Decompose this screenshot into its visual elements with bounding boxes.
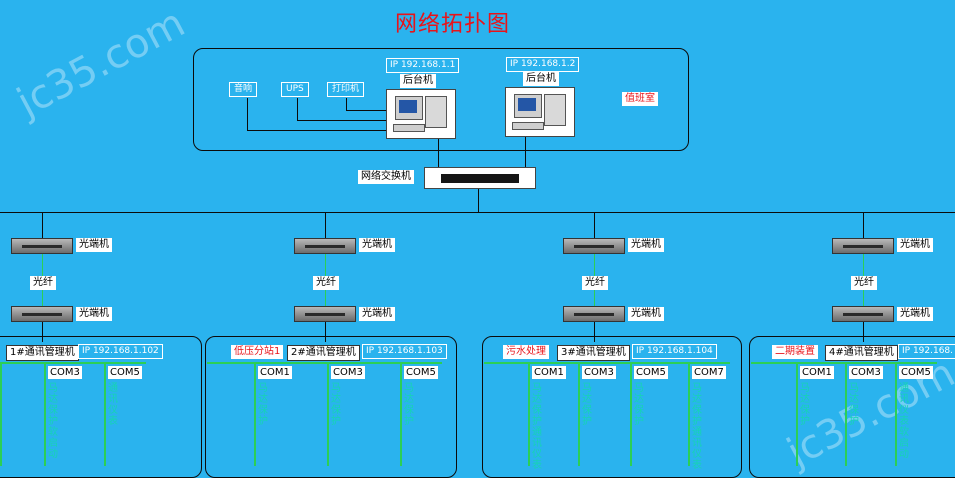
port-device-text: 马达保护通讯仪表 xyxy=(692,383,702,471)
optical-terminal-icon xyxy=(832,238,894,254)
com-port-label: COM1 xyxy=(258,366,292,379)
optical-terminal-label: 光端机 xyxy=(628,238,664,252)
comm-manager-ip: IP 192.168.1.104 xyxy=(632,344,717,359)
branch-line xyxy=(863,322,864,342)
com-port-label: COM5 xyxy=(634,366,668,379)
comm-manager-ip: IP 192.168.1.102 xyxy=(78,344,163,359)
port-device-text: 马达保护 xyxy=(634,383,644,427)
branch-line xyxy=(594,212,595,238)
optical-terminal-label: 光端机 xyxy=(359,307,395,321)
branch-line xyxy=(42,212,43,238)
port-line xyxy=(0,362,2,466)
port-line xyxy=(400,362,402,466)
server-1-label: 后台机 xyxy=(400,74,436,88)
server-1-computer-icon xyxy=(386,89,456,139)
optical-terminal-label: 光端机 xyxy=(628,307,664,321)
port-device-text: 马达保护 xyxy=(800,383,810,427)
com-port-label: COM7 xyxy=(692,366,726,379)
optical-terminal-icon xyxy=(294,306,356,322)
port-line xyxy=(528,362,530,466)
diagram-title: 网络拓扑图 xyxy=(395,12,511,37)
port-line xyxy=(44,362,46,466)
branch-line xyxy=(42,322,43,342)
fiber-label: 光纤 xyxy=(30,276,56,290)
branch-line xyxy=(863,212,864,238)
port-device-text: 马达保护软启动 xyxy=(48,383,58,460)
control-room-panel xyxy=(193,48,689,151)
port-device-text: 通讯仪表 xyxy=(108,383,118,427)
port-line xyxy=(796,362,798,466)
comm-manager-label: 3#通讯管理机 xyxy=(557,345,630,361)
fiber-label: 光纤 xyxy=(582,276,608,290)
station-name: 污水处理 xyxy=(503,345,549,359)
optical-terminal-label: 光端机 xyxy=(76,238,112,252)
port-device-text: 马达保护 xyxy=(258,383,268,427)
peripheral-ups: UPS xyxy=(281,82,309,97)
optical-terminal-icon xyxy=(294,238,356,254)
port-line xyxy=(254,362,256,466)
port-device-text: 马达保护 xyxy=(331,383,341,427)
comm-manager-label: 4#通讯管理机 xyxy=(825,345,898,361)
port-line xyxy=(845,362,847,466)
com-port-label: COM3 xyxy=(582,366,616,379)
comm-manager-ip: IP 192.168. xyxy=(898,344,955,359)
comm-manager-label: 2#通讯管理机 xyxy=(287,345,360,361)
com-port-label: COM1 xyxy=(532,366,566,379)
station-name: 低压分站1 xyxy=(231,345,284,359)
com-port-label: COM3 xyxy=(849,366,883,379)
com-port-label: COM1 xyxy=(800,366,834,379)
com-port-label: COM5 xyxy=(404,366,438,379)
com-port-label: COM3 xyxy=(331,366,365,379)
fiber-label: 光纤 xyxy=(313,276,339,290)
com-port-label: COM5 xyxy=(108,366,142,379)
port-device-text: 马达保护 xyxy=(582,383,592,427)
bus-line xyxy=(0,362,146,364)
port-device-text: 通讯仪表软启动 xyxy=(899,383,909,460)
optical-terminal-icon xyxy=(563,306,625,322)
optical-terminal-icon xyxy=(11,306,73,322)
port-line xyxy=(895,362,897,466)
branch-line xyxy=(325,212,326,238)
duty-room-label: 值班室 xyxy=(622,92,658,106)
comm-manager-label: 1#通讯管理机 xyxy=(6,345,79,361)
port-device-text: 马达保护通讯仪表 xyxy=(532,383,542,471)
bus-line xyxy=(751,362,937,364)
optical-terminal-label: 光端机 xyxy=(897,238,933,252)
port-device-text: 马达保护 xyxy=(404,383,414,427)
port-line xyxy=(688,362,690,466)
port-device-text: 马达保护 xyxy=(849,383,859,427)
comm-manager-ip: IP 192.168.1.103 xyxy=(362,344,447,359)
port-line xyxy=(104,362,106,466)
server-1-ip: IP 192.168.1.1 xyxy=(386,58,460,73)
port-line xyxy=(578,362,580,466)
optical-terminal-label: 光端机 xyxy=(359,238,395,252)
optical-terminal-label: 光端机 xyxy=(76,307,112,321)
optical-terminal-icon xyxy=(832,306,894,322)
peripheral-speaker: 音响 xyxy=(229,82,258,97)
com-port-label: COM3 xyxy=(48,366,82,379)
server-2-computer-icon xyxy=(505,87,575,137)
port-line xyxy=(327,362,329,466)
bus-line xyxy=(484,362,730,364)
switch-label: 网络交换机 xyxy=(358,170,414,184)
watermark: jc35.com xyxy=(9,0,193,127)
optical-terminal-icon xyxy=(563,238,625,254)
branch-line xyxy=(325,322,326,342)
com-port-label: COM5 xyxy=(899,366,933,379)
bus-line xyxy=(207,362,442,364)
station-name: 二期装置 xyxy=(772,345,818,359)
network-switch-icon xyxy=(424,167,536,189)
port-line xyxy=(630,362,632,466)
optical-terminal-icon xyxy=(11,238,73,254)
peripheral-printer: 打印机 xyxy=(327,82,365,97)
server-2-label: 后台机 xyxy=(523,72,559,86)
branch-line xyxy=(594,322,595,342)
optical-terminal-label: 光端机 xyxy=(897,307,933,321)
fiber-label: 光纤 xyxy=(851,276,877,290)
server-2-ip: IP 192.168.1.2 xyxy=(506,57,580,72)
